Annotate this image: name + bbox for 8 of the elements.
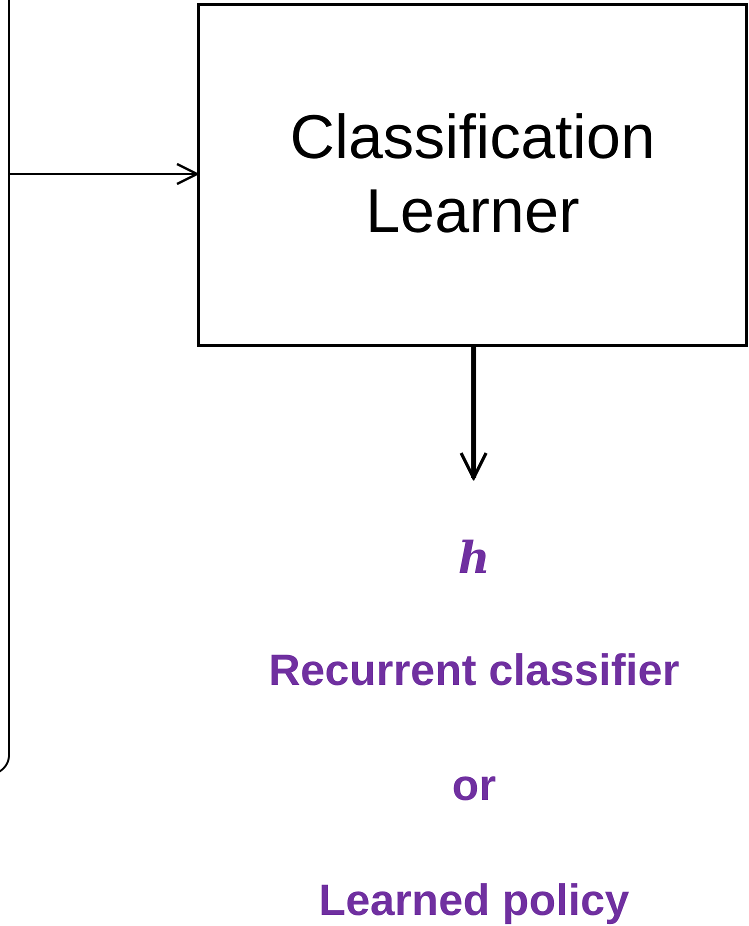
process-box	[197, 3, 748, 347]
output-label: or	[452, 760, 496, 812]
math-symbol: h	[458, 533, 490, 585]
arrow	[10, 162, 198, 186]
box-label: Classification Learner	[288, 102, 656, 248]
arrow	[459, 347, 488, 480]
output-label: Recurrent classifier	[268, 645, 680, 697]
output-label: Learned policy	[318, 875, 630, 926]
